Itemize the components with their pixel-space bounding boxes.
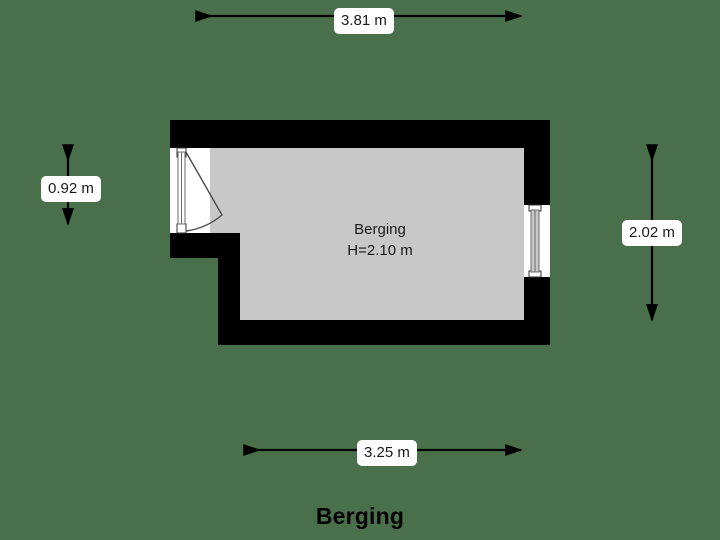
room-height-label: H=2.10 m [347,242,413,259]
dimension-label-bottom: 3.25 m [357,440,417,466]
floor-area [186,148,524,320]
floor-fill [186,148,524,320]
door-swing-arc [185,151,223,232]
dimension-label-left: 0.92 m [41,176,101,202]
plan-title: Berging [315,503,405,529]
window [524,204,550,278]
dimension-label-top: 3.81 m [334,8,394,34]
door-jamb-bottom [176,223,187,234]
dimension-label-right: 2.02 m [622,220,682,246]
swing-door [170,147,223,234]
door-opening [170,148,210,233]
room-name-label: Berging [354,221,406,238]
